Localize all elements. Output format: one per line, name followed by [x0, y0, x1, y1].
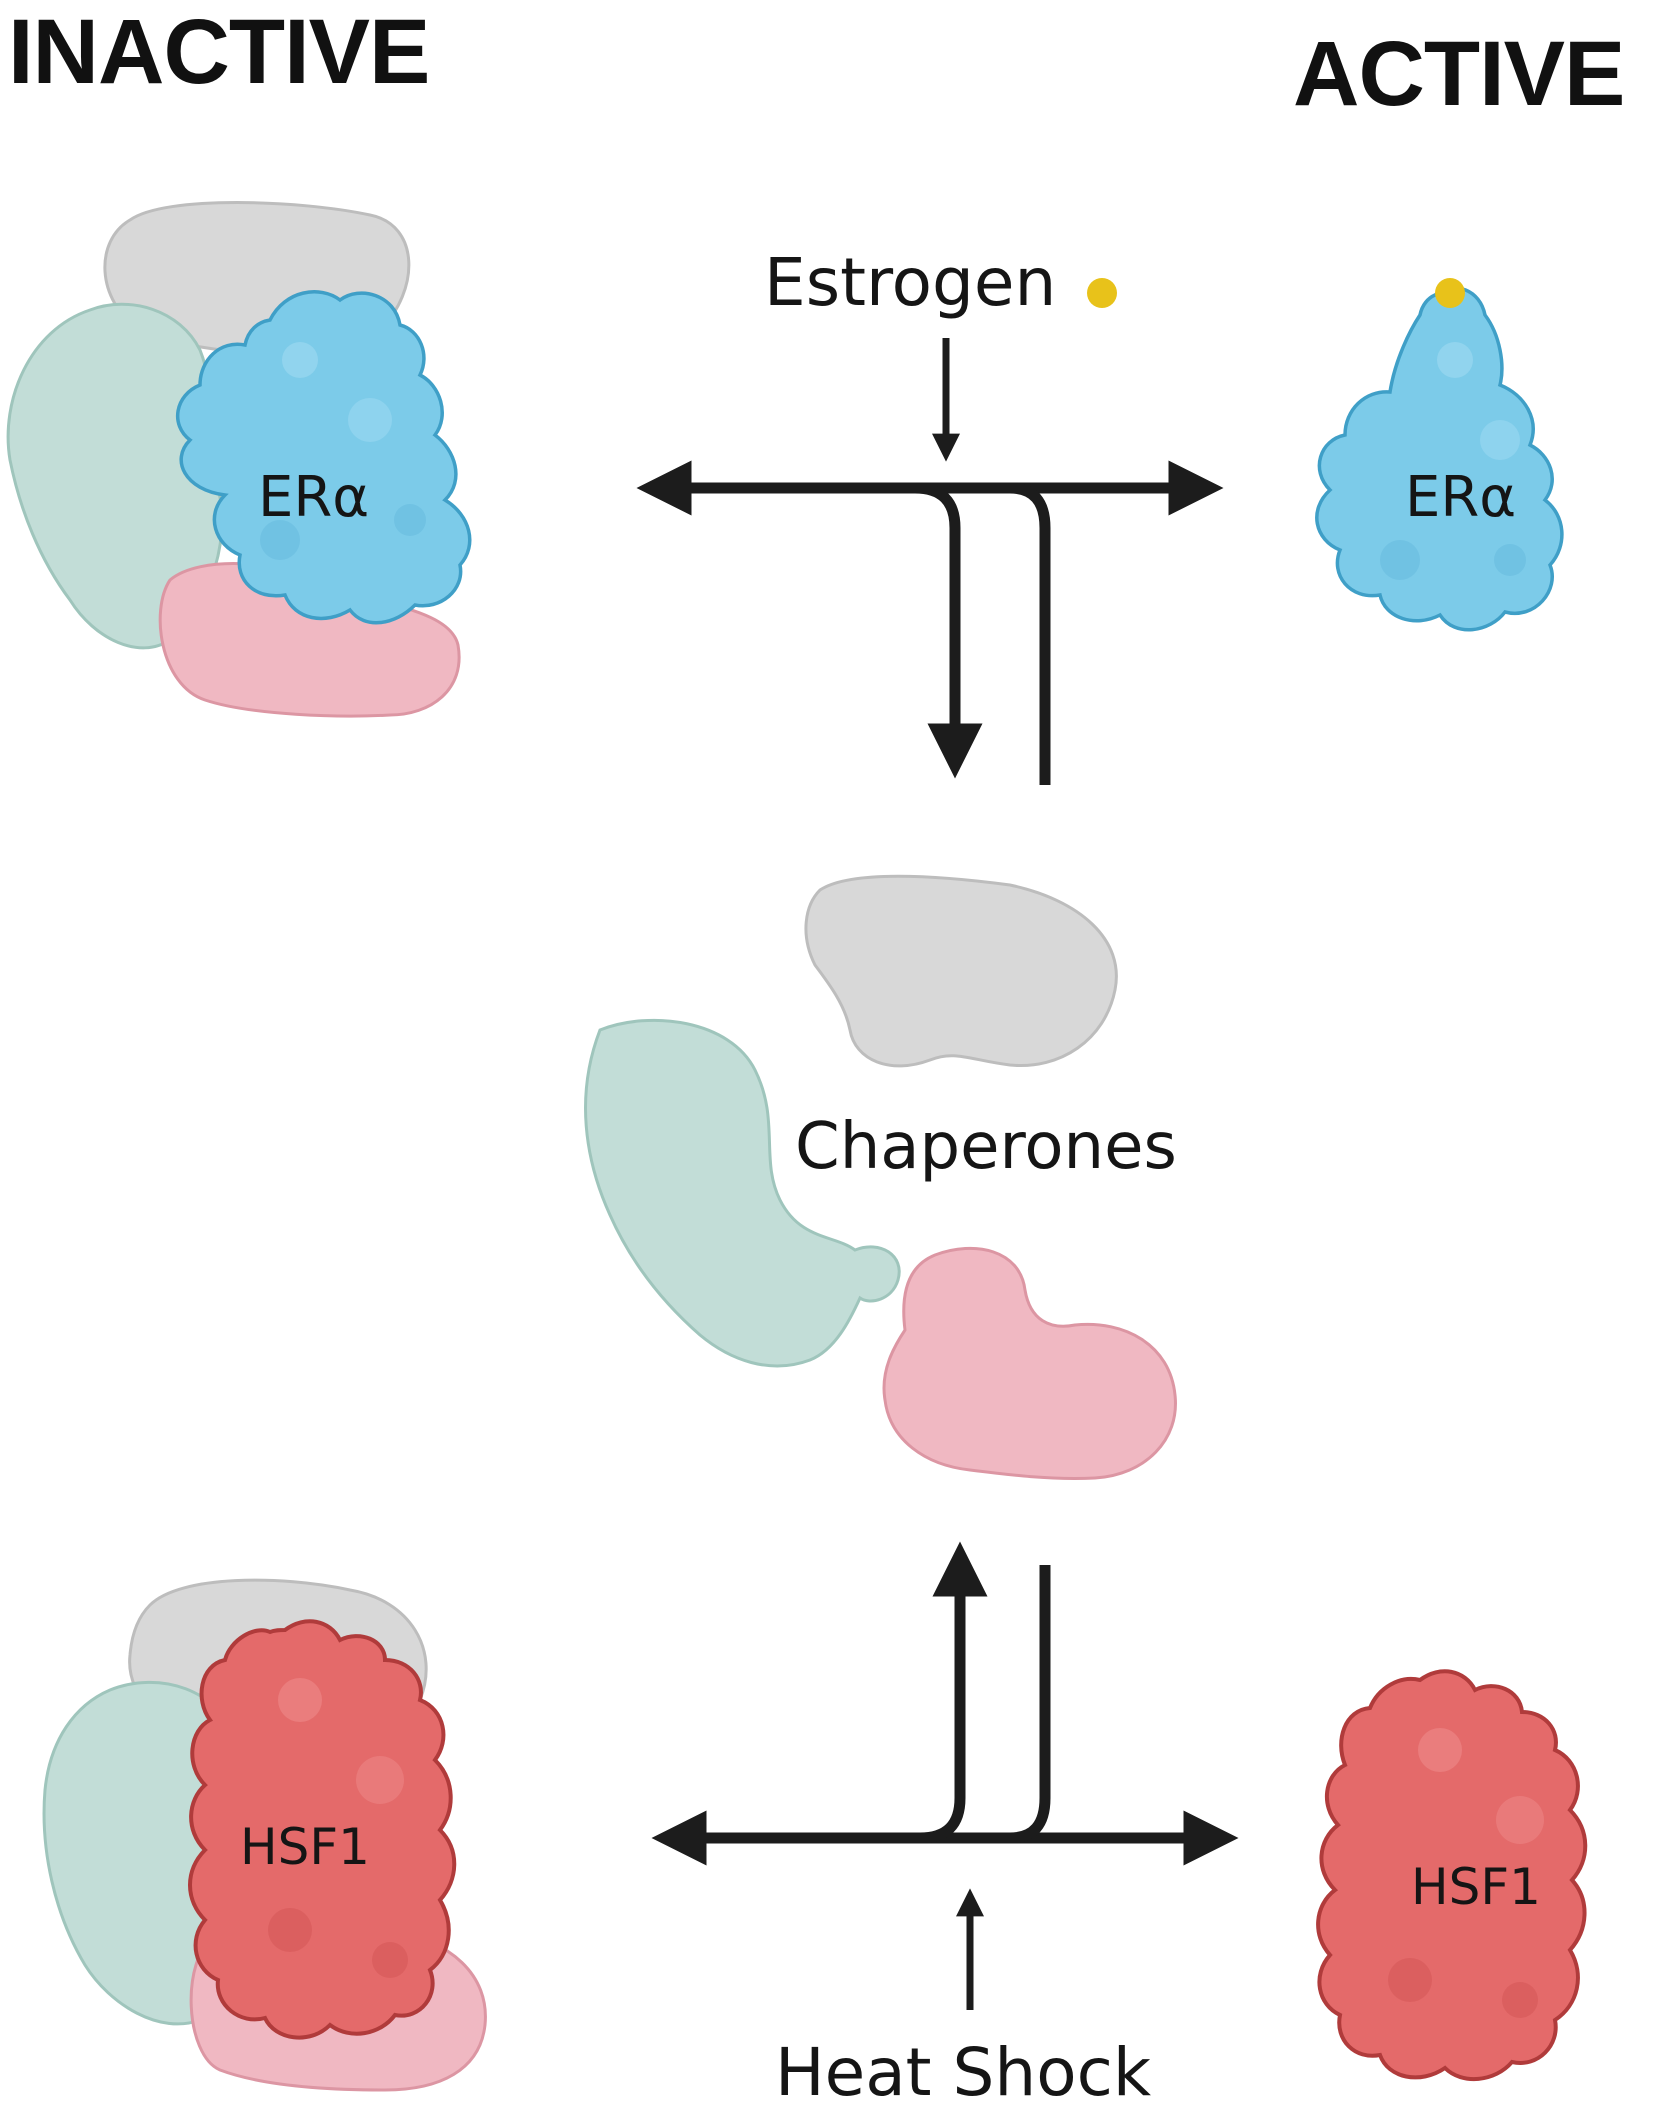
- free-chaperones: [584, 874, 1177, 1480]
- hsf1-active-label: HSF1: [1411, 1858, 1541, 1916]
- hsf1-texture-bump: [1502, 1982, 1538, 2018]
- chaperone-return-line: [985, 1565, 1051, 1844]
- era-inactive-complex: [6, 201, 472, 718]
- active-heading: ACTIVE: [1293, 23, 1625, 125]
- estrogen-dot-icon: [1087, 278, 1117, 308]
- hsf1-texture-bump: [372, 1942, 408, 1978]
- era-active-complex: [1315, 278, 1564, 632]
- chaperone-release-arrow: [895, 1541, 988, 1844]
- hsf1-texture-bump: [1388, 1958, 1432, 2002]
- era-texture-bump: [1380, 540, 1420, 580]
- estrogen-label: Estrogen: [764, 244, 1057, 321]
- hsf1-inactive-label: HSF1: [240, 1818, 370, 1876]
- hsf1-texture-bump: [1496, 1796, 1544, 1844]
- chaperone-return-line: [960, 482, 1051, 785]
- hsf1-active-complex: [1316, 1669, 1588, 2081]
- chaperones-label: Chaperones: [795, 1110, 1177, 1184]
- chaperone-teal-shape: [584, 1018, 901, 1368]
- chaperone-release-arrow: [900, 482, 983, 779]
- heat-shock-label: Heat Shock: [775, 2034, 1152, 2111]
- era-active-label: ERα: [1405, 465, 1517, 530]
- hsf1-texture-bump: [278, 1678, 322, 1722]
- hsf1-inactive-protein: [188, 1619, 457, 2040]
- hsf1-active-protein: [1316, 1669, 1588, 2081]
- chaperone-gray-shape: [804, 874, 1118, 1068]
- hsf1-texture-bump: [268, 1908, 312, 1952]
- era-active-protein: [1315, 286, 1564, 632]
- estrogen-arrows: [636, 338, 1224, 785]
- era-texture-bump: [260, 520, 300, 560]
- era-texture-bump: [1494, 544, 1526, 576]
- hsf1-texture-bump: [1418, 1728, 1462, 1772]
- chaperone-pink-shape: [882, 1247, 1177, 1480]
- era-texture-bump: [282, 342, 318, 378]
- inactive-heading: INACTIVE: [8, 1, 430, 103]
- era-texture-bump: [1480, 420, 1520, 460]
- estrogen-bound-dot-icon: [1435, 278, 1465, 308]
- era-texture-bump: [394, 504, 426, 536]
- hsf1-inactive-complex: [42, 1578, 487, 2092]
- era-inactive-label: ERα: [258, 465, 370, 530]
- era-texture-bump: [1437, 342, 1473, 378]
- era-texture-bump: [348, 398, 392, 442]
- heat-shock-arrows: [651, 1541, 1239, 2010]
- hsf1-texture-bump: [356, 1756, 404, 1804]
- era-inactive-protein: [175, 290, 472, 625]
